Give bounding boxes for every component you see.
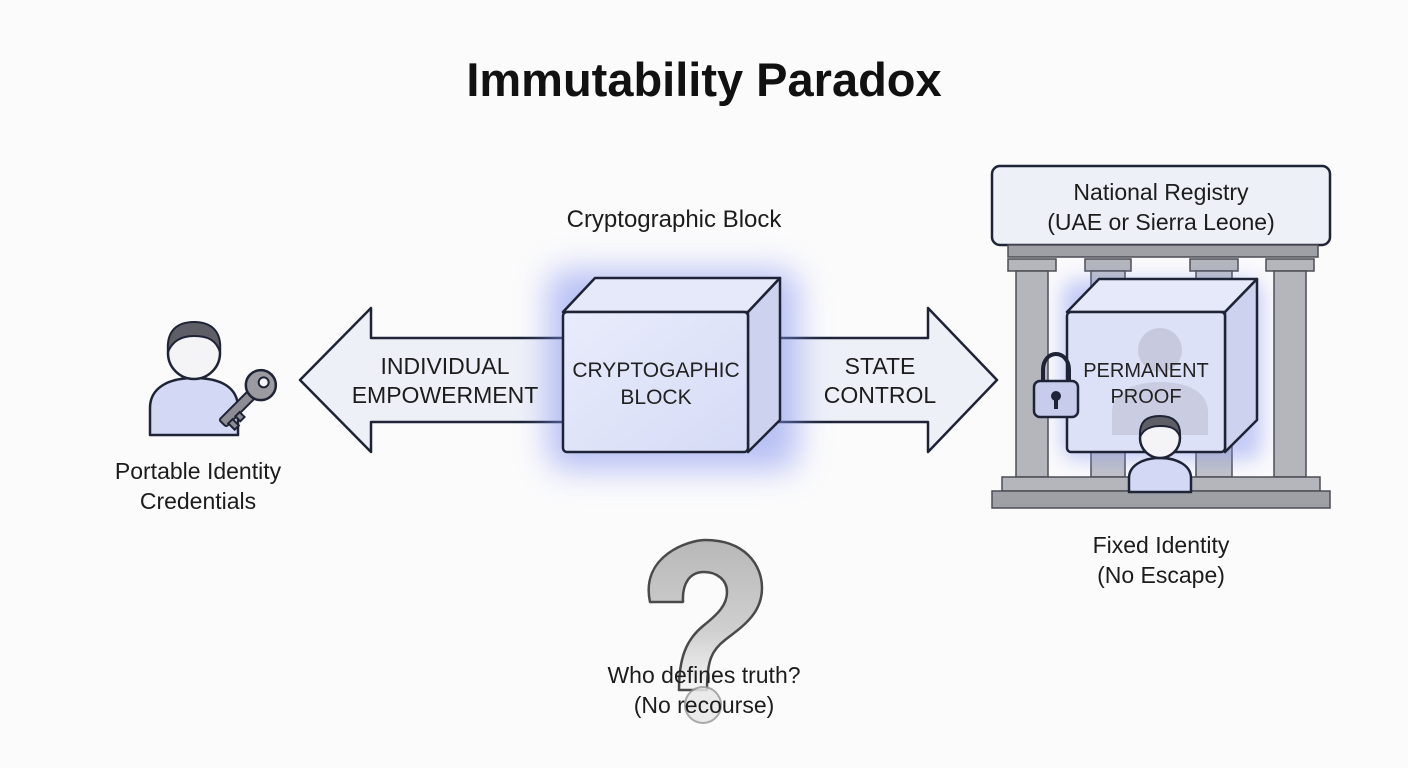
fixed-identity-caption: Fixed Identity (No Escape) — [1092, 532, 1230, 588]
portable-identity-caption: Portable Identity Credentials — [114, 458, 282, 514]
cryptographic-block-caption: Cryptographic Block — [566, 206, 782, 233]
permanent-proof-label: PERMANENT PROOF — [1083, 360, 1209, 408]
question-mark-icon — [647, 538, 764, 724]
cryptographic-block-label: CRYPTOGAPHIC BLOCK — [572, 359, 740, 409]
state-control-label: STATE CONTROL — [823, 353, 937, 408]
page-title: Immutability Paradox — [466, 53, 942, 106]
individual-empowerment-label: INDIVIDUAL EMPOWERMENT — [351, 353, 539, 408]
national-registry-header: National Registry (UAE or Sierra Leone) — [1047, 179, 1275, 235]
permanent-proof-cube — [1062, 277, 1262, 460]
question-caption: Who defines truth? (No recourse) — [607, 662, 801, 718]
person-with-key-icon — [148, 320, 278, 437]
person-icon — [1127, 414, 1193, 494]
lock-icon — [1032, 351, 1080, 419]
cryptographic-block-cube — [548, 270, 798, 470]
